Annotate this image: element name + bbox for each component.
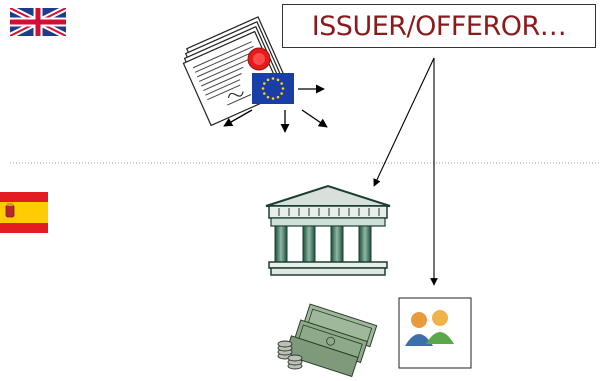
uk-flag-icon xyxy=(10,8,66,36)
spain-flag-icon xyxy=(0,192,48,233)
eu-star xyxy=(280,82,283,85)
investors-icon xyxy=(398,297,472,369)
issuer-arrows xyxy=(373,57,438,286)
eu-star xyxy=(280,92,283,95)
eu-star xyxy=(271,97,275,100)
bank-building-icon xyxy=(265,184,391,276)
eu-star xyxy=(263,92,266,95)
eu-star xyxy=(276,78,280,82)
eu-star xyxy=(266,78,270,82)
money-stack-icon xyxy=(277,303,378,378)
eu-star xyxy=(263,82,266,85)
eu-star xyxy=(271,77,275,80)
prospectus-document-icon xyxy=(182,16,287,127)
eu-star xyxy=(266,95,270,99)
issuer-offeror-label: ISSUER/OFFEROR… xyxy=(282,4,596,48)
eu-star xyxy=(281,87,285,90)
eu-flag-icon xyxy=(252,73,294,104)
eu-star xyxy=(276,95,280,99)
eu-star xyxy=(261,87,265,90)
dispersal-arrows xyxy=(223,84,328,133)
